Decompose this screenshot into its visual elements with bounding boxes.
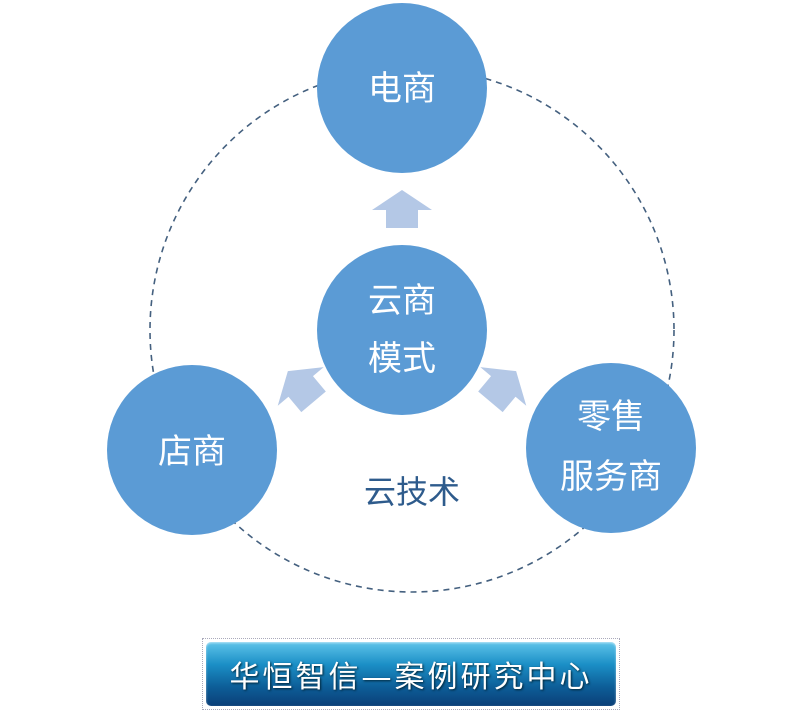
node-left — [107, 365, 277, 535]
ring-label: 云技术 — [364, 473, 460, 511]
node-right — [526, 363, 696, 533]
node-left-label: 店商 — [158, 432, 226, 472]
node-center-label-1: 云商 — [368, 281, 436, 321]
node-center — [317, 245, 487, 415]
arrow-down-left-icon — [277, 367, 326, 413]
banner: 华恒智信—案例研究中心 — [206, 642, 616, 706]
arrow-up-icon — [372, 190, 432, 228]
node-top — [317, 3, 487, 173]
banner-frame — [202, 638, 620, 710]
node-right-label-1: 零售 — [577, 397, 645, 437]
node-top-label: 电商 — [368, 69, 436, 109]
banner-text: 华恒智信—案例研究中心 — [229, 660, 593, 695]
node-center-label-2: 模式 — [368, 339, 436, 379]
arrow-down-right-icon — [478, 367, 527, 413]
node-right-label-2: 服务商 — [560, 457, 662, 497]
